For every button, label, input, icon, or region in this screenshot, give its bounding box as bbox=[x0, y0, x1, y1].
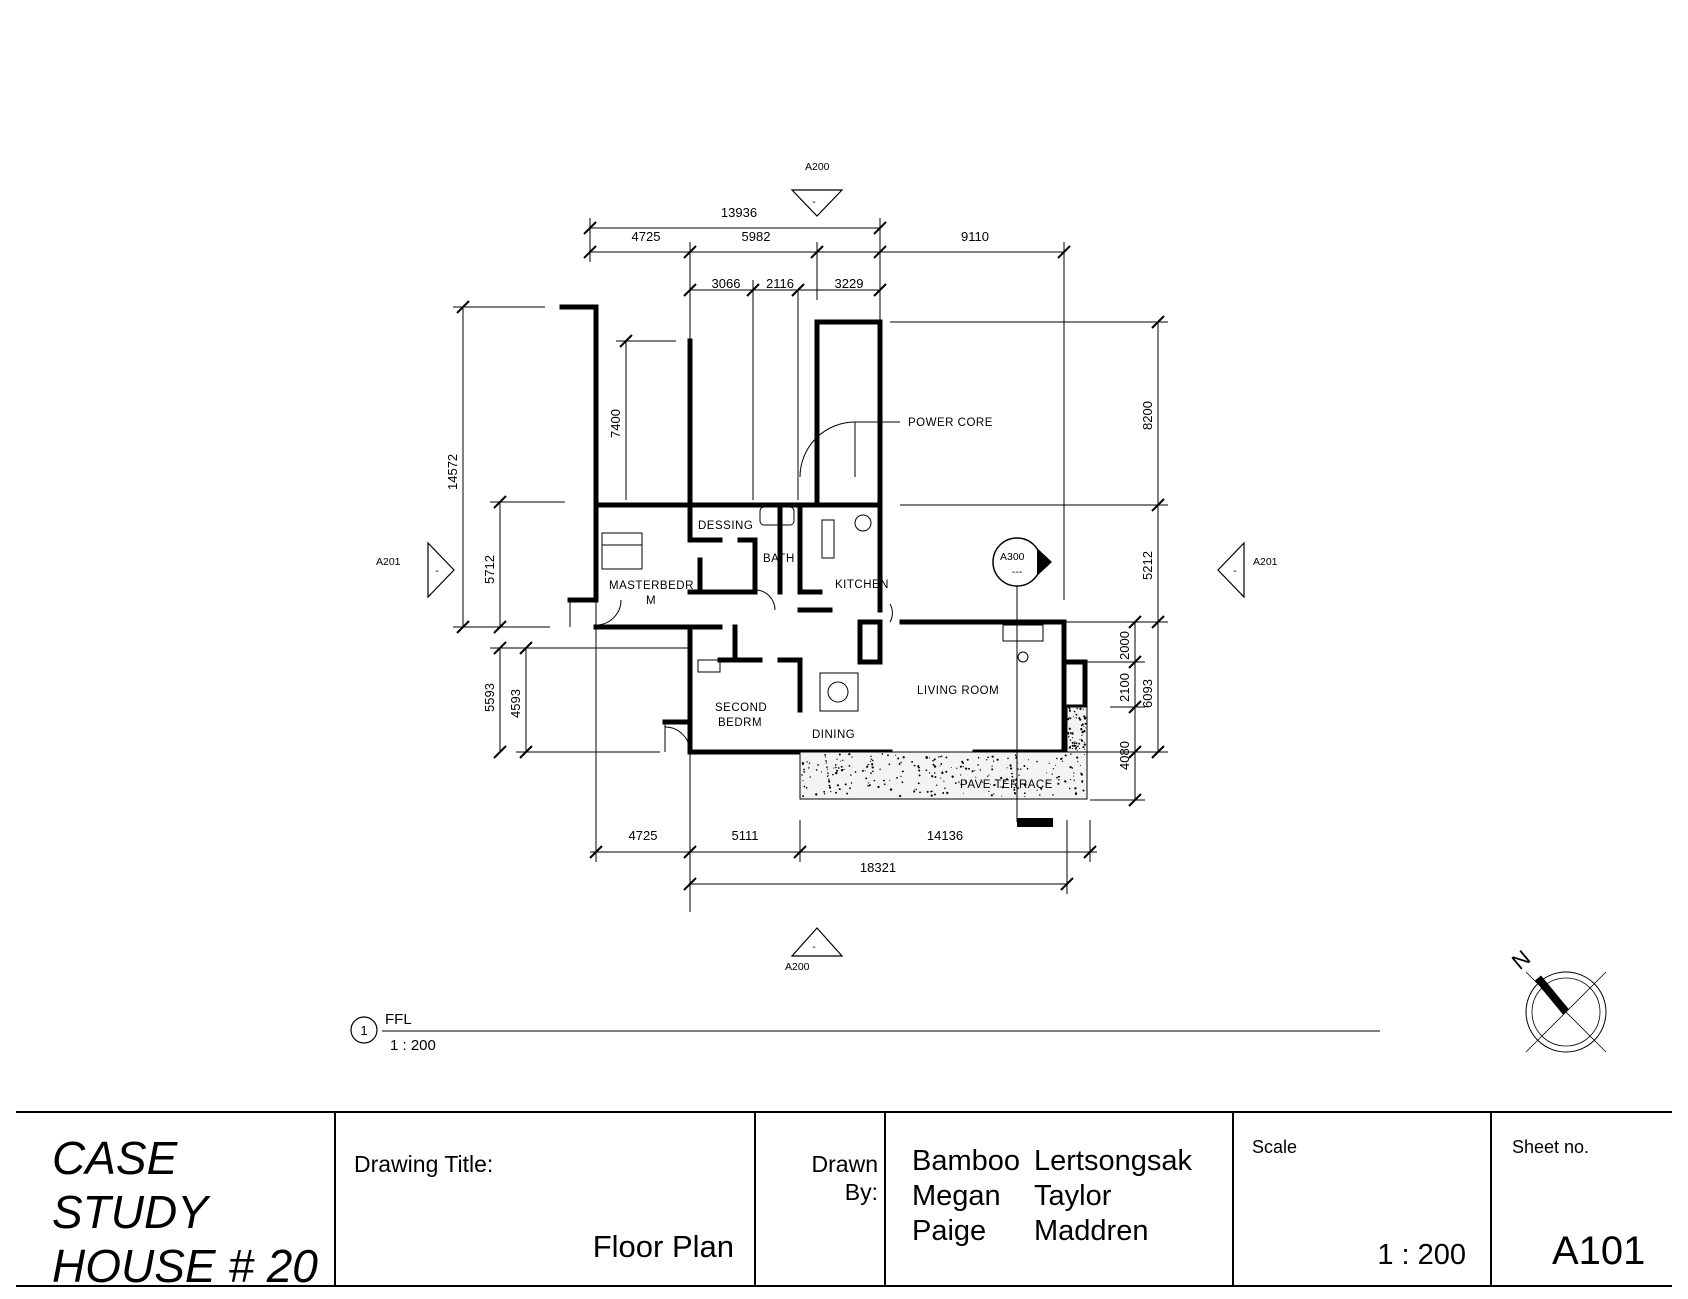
elevation-marker bbox=[992, 537, 1053, 827]
terrace-texture bbox=[801, 707, 1087, 798]
north-arrow-icon bbox=[1525, 971, 1607, 1053]
title-block: CASE STUDY HOUSE # 20 Drawing Title: Flo… bbox=[16, 1111, 1672, 1292]
dim-top-e: 3229 bbox=[835, 276, 864, 291]
dim-top-overall: 13936 bbox=[721, 205, 757, 220]
dim-bottom-b: 5111 bbox=[732, 828, 759, 843]
sheet-no-label: Sheet no. bbox=[1512, 1137, 1590, 1157]
section-num-left: - bbox=[435, 565, 439, 577]
drawing-title-label: Drawing Title: bbox=[354, 1151, 494, 1177]
room-label-bath: BATH bbox=[763, 553, 795, 565]
room-label-kitchen: KITCHEN bbox=[835, 579, 889, 591]
dim-bottom-c: 14136 bbox=[927, 828, 963, 843]
dim-right-b: 2100 bbox=[1117, 673, 1132, 702]
fixtures bbox=[569, 506, 1044, 753]
dim-right-upper: 8200 bbox=[1140, 401, 1155, 430]
room-label-master-2: M bbox=[646, 595, 656, 607]
dim-left-mid: 5712 bbox=[482, 555, 497, 584]
dim-right-total: 6093 bbox=[1140, 679, 1155, 708]
section-ref-right: A201 bbox=[1253, 556, 1278, 568]
drawn-by-first-3: Paige bbox=[912, 1215, 987, 1247]
elevation-num: --- bbox=[1012, 566, 1023, 578]
section-mark-top-icon bbox=[790, 189, 844, 217]
drawing-title: Floor Plan bbox=[592, 1229, 734, 1264]
dim-bottom-overall: 18321 bbox=[860, 860, 896, 875]
section-num-right: - bbox=[1233, 565, 1237, 577]
section-num-bottom: - bbox=[812, 941, 816, 953]
dim-top-right: 9110 bbox=[961, 229, 989, 244]
floor-plan-drawing: A200 - A200 - A201 - A201 - A300 --- DES… bbox=[350, 161, 1607, 1054]
section-ref-bottom: A200 bbox=[785, 961, 810, 973]
drawn-by-first-1: Bamboo bbox=[912, 1145, 1021, 1177]
drawn-by-cell: Bamboo Lertsongsak Megan Taylor Paige Ma… bbox=[884, 1113, 1232, 1285]
dim-right-c: 4080 bbox=[1117, 741, 1132, 770]
section-marks bbox=[427, 189, 1245, 957]
view-name: FFL bbox=[385, 1011, 412, 1028]
drawn-by-first-2: Megan bbox=[912, 1180, 1001, 1212]
drawn-by-label-1: Drawn bbox=[811, 1151, 878, 1177]
dim-left-inner: 7400 bbox=[608, 409, 623, 438]
drawing-title-cell: Drawing Title: Floor Plan bbox=[334, 1113, 754, 1285]
dim-bottom-a: 4725 bbox=[629, 828, 658, 843]
section-ref-left: A201 bbox=[376, 556, 401, 568]
project-title-line-1: CASE bbox=[52, 1132, 178, 1184]
dim-left-overall: 14572 bbox=[445, 454, 460, 490]
room-label-master-1: MASTERBEDR bbox=[609, 580, 694, 592]
elevation-ref: A300 bbox=[1000, 551, 1025, 563]
dim-top-b: 5982 bbox=[742, 229, 771, 244]
room-label-second-1: SECOND bbox=[715, 702, 767, 714]
section-ref-top: A200 bbox=[805, 161, 830, 173]
room-label-second-2: BEDRM bbox=[718, 717, 762, 729]
dim-left-low-outer: 5593 bbox=[482, 683, 497, 712]
project-title-line-3: HOUSE # 20 bbox=[52, 1240, 318, 1292]
project-title: CASE STUDY HOUSE # 20 bbox=[52, 1131, 318, 1293]
pave-terrace bbox=[799, 706, 1088, 800]
dim-top-c: 3066 bbox=[712, 276, 741, 291]
section-mark-right-icon bbox=[1217, 541, 1245, 599]
dim-top-a: 4725 bbox=[632, 229, 661, 244]
drawn-by-last-2: Taylor bbox=[1034, 1180, 1112, 1212]
sheet-no-cell: Sheet no. A101 bbox=[1490, 1113, 1672, 1285]
sheet-no: A101 bbox=[1552, 1229, 1646, 1273]
drawn-by-last-1: Lertsongsak bbox=[1034, 1145, 1192, 1177]
room-label-power-core: POWER CORE bbox=[908, 417, 993, 429]
scale-cell: Scale 1 : 200 bbox=[1232, 1113, 1490, 1285]
section-num-top: - bbox=[812, 196, 816, 208]
dimension-lines bbox=[453, 218, 1168, 912]
drawn-by-label-cell: Drawn By: bbox=[754, 1113, 886, 1285]
dim-left-low-inner: 4593 bbox=[508, 689, 523, 718]
dim-top-d: 2116 bbox=[766, 276, 794, 291]
room-label-living: LIVING ROOM bbox=[917, 685, 999, 697]
section-mark-bottom-icon bbox=[790, 927, 844, 957]
room-label-dining: DINING bbox=[812, 729, 855, 741]
view-scale: 1 : 200 bbox=[390, 1037, 436, 1054]
dim-right-a: 2000 bbox=[1117, 631, 1132, 660]
view-title bbox=[350, 1016, 1380, 1044]
room-label-terrace: PAVE TERRACE bbox=[960, 779, 1053, 791]
dim-right-mid: 5212 bbox=[1140, 551, 1155, 580]
north-label: N bbox=[1507, 945, 1535, 974]
room-label-dessing: DESSING bbox=[698, 520, 753, 532]
section-mark-left-icon bbox=[427, 541, 455, 599]
walls bbox=[559, 304, 1088, 755]
view-number: 1 bbox=[360, 1023, 367, 1038]
scale-value: 1 : 200 bbox=[1377, 1239, 1466, 1271]
scale-label: Scale bbox=[1252, 1137, 1298, 1157]
drawn-by-label-2: By: bbox=[844, 1179, 878, 1205]
drawn-by-last-3: Maddren bbox=[1034, 1215, 1149, 1247]
project-title-line-2: STUDY bbox=[52, 1186, 208, 1238]
